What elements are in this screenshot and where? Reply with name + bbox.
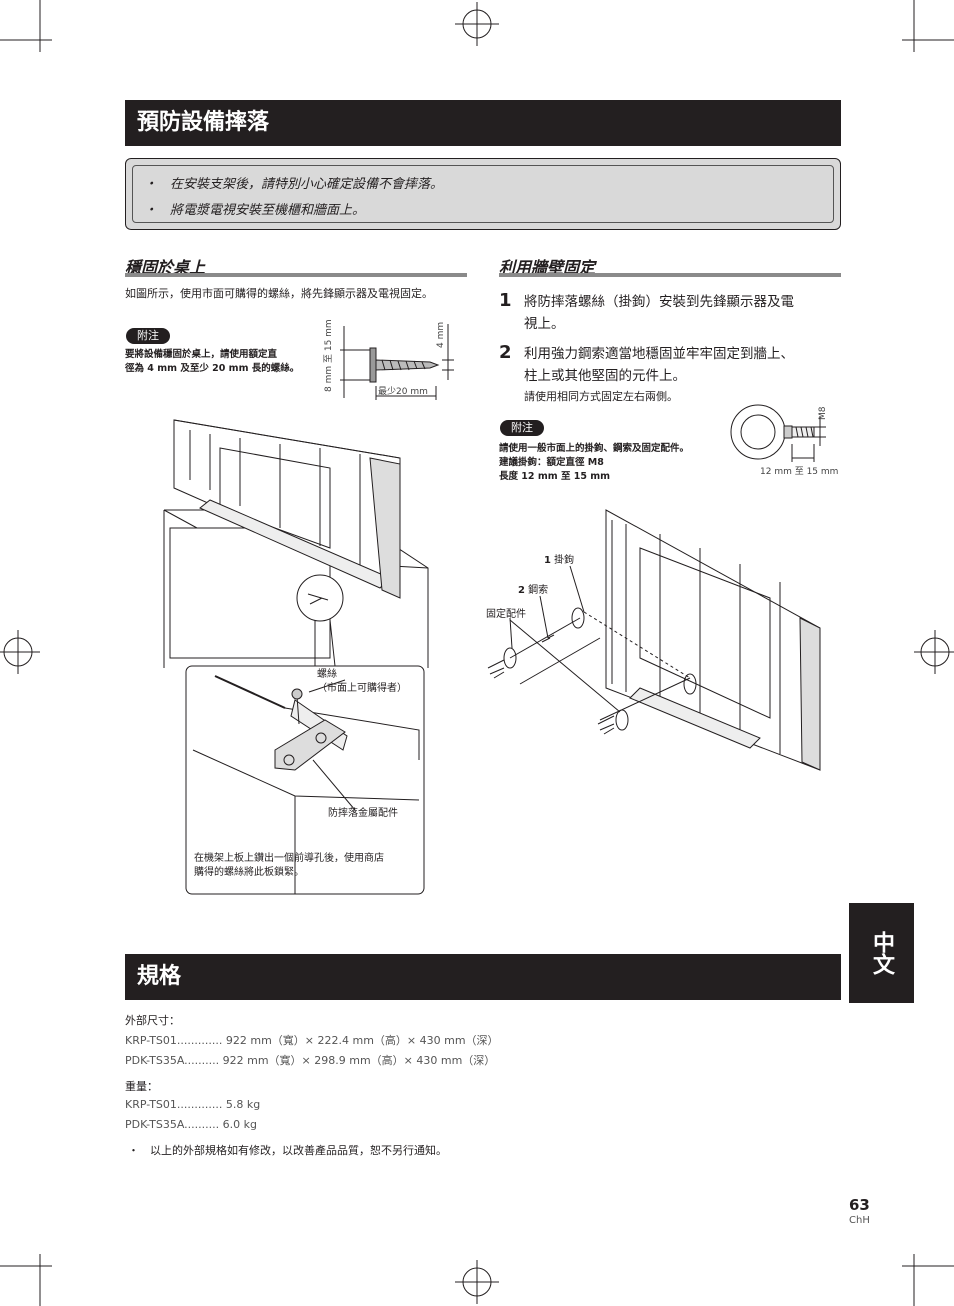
bracket-callout-frame bbox=[185, 619, 425, 895]
spec-row: PDK-TS35A.......... 922 mm（寬）× 298.9 mm（… bbox=[125, 1054, 496, 1067]
note-badge: 附注 bbox=[126, 328, 170, 344]
screw-dimension-diagram bbox=[340, 324, 454, 400]
language-tab: 中文 bbox=[849, 903, 914, 1003]
page-code: ChH bbox=[849, 1215, 870, 1226]
step-number: 1 bbox=[499, 290, 512, 311]
spec-row: PDK-TS35A.......... 6.0 kg bbox=[125, 1118, 257, 1131]
dimensions-label: 外部尺寸： bbox=[125, 1014, 180, 1027]
screw-thread-label: 8 mm 至 15 mm bbox=[324, 319, 334, 392]
screw-diameter-label: 4 mm bbox=[436, 321, 446, 348]
right-note-text: 請使用一般市面上的掛鉤、鋼索及固定配件。 建議掛鉤：額定直徑 M8 長度 12 … bbox=[499, 443, 690, 482]
caution-item: ・ 在安裝支架後，請特別小心確定設備不會摔落。 bbox=[144, 177, 444, 192]
caution-item: ・ 將電漿電視安裝至機櫃和牆面上。 bbox=[144, 203, 366, 218]
screw-length-label: 最少20 mm bbox=[378, 387, 428, 397]
diagram-label-wire: 2 鋼索 bbox=[518, 585, 549, 596]
note-badge: 附注 bbox=[500, 420, 544, 436]
callout-screw-label: 螺絲 （市面上可購得者） bbox=[317, 669, 407, 694]
heading-secure-to-table: 穩固於桌上 bbox=[125, 258, 206, 277]
hook-size-label: M8 bbox=[818, 406, 828, 421]
section-title-specifications: 規格 bbox=[125, 954, 841, 1000]
hook-length-label: 12 mm 至 15 mm bbox=[760, 467, 839, 477]
left-note-text: 要將設備穩固於桌上，請使用額定直 徑為 4 mm 及至少 20 mm 長的螺絲。 bbox=[125, 349, 300, 374]
table-mount-illustration bbox=[163, 419, 429, 668]
step-number: 2 bbox=[499, 342, 512, 363]
callout-instruction: 在機架上板上鑽出一個前導孔後，使用商店 購得的螺絲將此板鎖緊。 bbox=[194, 853, 384, 878]
step-2-text: 利用強力鋼索適當地穩固並牢牢固定到牆上、 柱上或其他堅固的元件上。 bbox=[524, 346, 794, 384]
eye-hook-diagram bbox=[730, 404, 826, 462]
spec-row: KRP-TS01............. 5.8 kg bbox=[125, 1098, 261, 1111]
heading-rule bbox=[499, 273, 841, 277]
spec-row: KRP-TS01............. 922 mm（寬）× 222.4 m… bbox=[125, 1034, 499, 1047]
wall-mount-illustration bbox=[487, 509, 821, 771]
step-sub-note: 請使用相同方式固定左右兩側。 bbox=[524, 390, 678, 403]
spec-footnote: ・ 以上的外部規格如有修改，以改善產品品質，恕不另行通知。 bbox=[128, 1144, 447, 1157]
callout-bracket-label: 防摔落金屬配件 bbox=[328, 808, 398, 819]
section-title-fall-prevention: 預防設備摔落 bbox=[125, 100, 841, 146]
heading-secure-to-wall: 利用牆壁固定 bbox=[499, 258, 596, 277]
step-1-text: 將防摔落螺絲（掛鉤）安裝到先鋒顯示器及電 視上。 bbox=[524, 294, 794, 332]
caution-box: ・ 在安裝支架後，請特別小心確定設備不會摔落。 ・ 將電漿電視安裝至機櫃和牆面上… bbox=[125, 158, 841, 230]
diagram-label-hook: 1 掛鉤 bbox=[544, 555, 575, 566]
weight-label: 重量： bbox=[125, 1080, 158, 1093]
diagram-label-fixture: 固定配件 bbox=[486, 609, 526, 620]
heading-rule bbox=[125, 273, 467, 277]
page-number: 63 bbox=[849, 1196, 870, 1214]
left-description: 如圖所示，使用市面可購得的螺絲，將先鋒顯示器及電視固定。 bbox=[125, 287, 433, 300]
